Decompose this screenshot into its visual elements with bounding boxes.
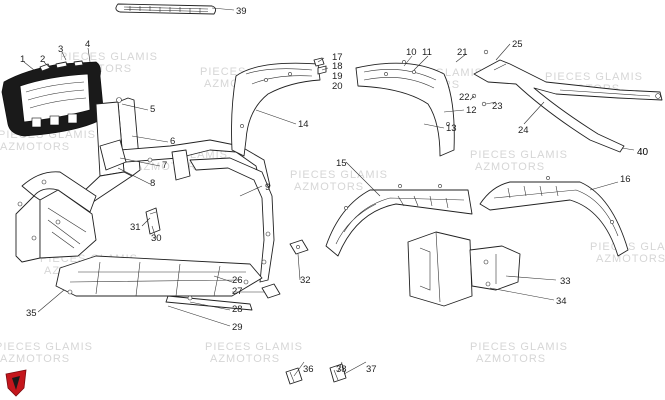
part-32-pad [261, 239, 309, 299]
part-33-34-rear-block [407, 231, 521, 307]
part-15-left-rear-fender [325, 184, 473, 257]
callout-9: 9 [265, 182, 270, 193]
callout-40: 40 [637, 147, 649, 158]
callout-2: 2 [40, 54, 45, 65]
callout-13: 13 [446, 123, 457, 134]
callout-26: 26 [232, 275, 243, 286]
callout-39: 39 [236, 6, 247, 17]
part-1-4-dash-panel [1, 60, 105, 137]
callout-7: 7 [162, 160, 167, 171]
part-5-8-left-frame [15, 97, 271, 263]
callout-30: 30 [151, 233, 162, 244]
watermark-7a: PIECES GLAMIS [470, 149, 568, 161]
callout-29: 29 [232, 322, 243, 333]
callout-18: 18 [332, 61, 343, 72]
callout-labels: 1 2 3 4 5 6 7 8 9 30 31 26 27 28 29 35 3… [20, 6, 649, 375]
watermark-12a: PIECES GLAMIS [470, 341, 568, 353]
part-35-lower-rack [55, 255, 263, 311]
callout-24: 24 [518, 125, 529, 136]
watermark-10b: AZMOTORS [0, 353, 70, 365]
callout-1: 1 [20, 54, 25, 65]
callout-3: 3 [58, 44, 63, 55]
callout-15: 15 [336, 158, 347, 169]
watermark-5a: PIECES GLAMIS [290, 169, 388, 181]
callout-8: 8 [150, 178, 155, 189]
watermark-5b: AZMOTORS [294, 181, 364, 193]
callout-4: 4 [85, 39, 90, 50]
callout-21: 21 [457, 47, 468, 58]
part-9-side-tube [189, 157, 275, 283]
callout-6: 6 [170, 136, 175, 147]
callout-14: 14 [298, 119, 309, 130]
part-30-31-bracket [145, 207, 161, 235]
callout-12: 12 [466, 105, 477, 116]
callout-27: 27 [232, 286, 243, 297]
leader-lines [23, 7, 635, 377]
callout-17: 17 [332, 52, 343, 63]
callout-10: 10 [406, 47, 417, 58]
watermark-1b: AZMOTORS [0, 141, 70, 153]
callout-23: 23 [492, 101, 503, 112]
callout-19: 19 [332, 71, 343, 82]
callout-20: 20 [332, 81, 343, 92]
callout-37: 37 [366, 364, 377, 375]
callout-36: 36 [303, 364, 314, 375]
callout-16: 16 [620, 174, 631, 185]
callout-34: 34 [556, 296, 567, 307]
azmotors-shield-logo-icon [5, 369, 27, 397]
callout-11: 11 [422, 47, 432, 58]
callout-31: 31 [130, 222, 141, 233]
part-36-38-small-brackets [285, 363, 347, 385]
callout-5: 5 [150, 104, 155, 115]
watermark-11a: PIECES GLAMIS [205, 341, 303, 353]
watermark-7b: AZMOTORS [475, 161, 545, 173]
part-39-grille-strip [115, 3, 217, 15]
callout-28: 28 [232, 304, 243, 315]
callout-33: 33 [560, 276, 571, 287]
watermark-11b: AZMOTORS [210, 353, 280, 365]
part-16-right-rear-fender [479, 176, 629, 257]
part-14-left-front-fender [231, 57, 327, 157]
callout-22: 22 [459, 92, 470, 103]
part-13-right-front-fender [355, 49, 489, 157]
callout-25: 25 [512, 39, 523, 50]
callout-38: 38 [336, 364, 347, 375]
watermark-8a: PIECES GLAMIS [545, 71, 643, 83]
callout-35: 35 [26, 308, 37, 319]
watermark-12b: AZMOTORS [476, 353, 546, 365]
watermark-10a: PIECES GLAMIS [0, 341, 93, 353]
part-24-25-top-bar [473, 59, 663, 153]
watermark-2a: PIECES GLAMIS [60, 51, 158, 63]
watermark-13b: AZMOTORS [596, 253, 665, 265]
callout-32: 32 [300, 275, 311, 286]
